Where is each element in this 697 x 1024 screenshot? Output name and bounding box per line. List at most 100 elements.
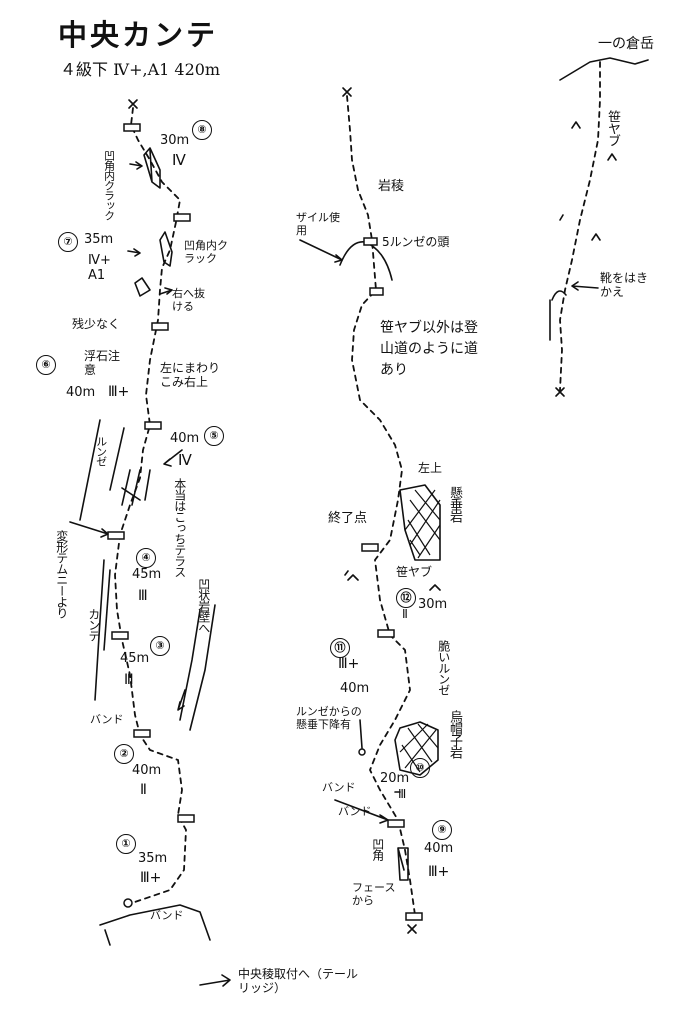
route-note: ザイル使用 [296, 211, 340, 237]
pitch-number: ② [114, 744, 134, 764]
belay-station [107, 531, 125, 540]
belay-station [361, 543, 379, 552]
corner-label: 凹角 [370, 838, 385, 860]
pitch-grade: Ⅲ+ [140, 870, 162, 886]
route-note: 変形テムニーより [54, 530, 69, 618]
bottom-mark-icon [555, 387, 565, 397]
route-note: 笹ヤブ以外は登山道のように道あり [380, 320, 478, 378]
pitch-grade: Ⅳ+ A1 [88, 253, 111, 283]
right-route [549, 57, 649, 397]
band-label: バンド [338, 805, 372, 818]
belay-station [151, 322, 169, 331]
route-note: 右へ抜ける [172, 287, 205, 313]
summit-mark-icon [342, 87, 352, 97]
eboshi-rock-hatch [399, 723, 439, 773]
gully-label: 脆いルンゼ [436, 640, 451, 695]
bamboo-label: 笹ヤブ [604, 110, 620, 146]
arrow-icon [334, 799, 389, 824]
pitch-grade: Ⅲ+ [428, 864, 450, 880]
rock-label: 懸垂岩 [446, 486, 462, 522]
hanging-rock-hatch [404, 489, 441, 559]
belay-station [177, 814, 195, 823]
arrow-icon [177, 689, 186, 711]
ground-line [99, 904, 211, 941]
pitch-number: ⑪ [330, 638, 350, 658]
route-grade-summary: ４級下 Ⅳ+,A1 420m [60, 60, 221, 79]
pitch-length: 30m [160, 133, 190, 148]
pitch-number: ⑫ [396, 588, 416, 608]
belay-station [173, 213, 191, 222]
arrow-icon [299, 239, 343, 263]
summit-mark-icon [128, 99, 138, 109]
peak-label: 一の倉岳 [598, 36, 654, 52]
pitch-grade: Ⅳ [178, 451, 192, 469]
ridge-top-line [559, 57, 649, 81]
pitch-number: ① [116, 834, 136, 854]
route-line-middle [346, 95, 416, 916]
corner-symbol [143, 147, 161, 189]
belay-station [377, 629, 395, 638]
arrow-icon [163, 449, 183, 467]
kante-line [103, 569, 111, 651]
route-note: 残少なく [72, 317, 121, 331]
pitch-number: ⑩ [410, 758, 430, 778]
pitch-length: 30m [418, 597, 448, 612]
pitch-length: 45m [120, 651, 150, 666]
pitch-number: ⑥ [36, 355, 56, 375]
pitch-grade: Ⅲ+ [108, 384, 130, 400]
belay-station [111, 631, 129, 640]
pitch-grade: Ⅲ [138, 588, 148, 604]
arrow-icon [129, 161, 143, 170]
pitch-number: ⑨ [432, 820, 452, 840]
belay-station [133, 729, 151, 738]
route-note: フェースから [352, 881, 396, 907]
eboshi-rock-outline [394, 721, 439, 776]
route-note: 左上 [418, 461, 443, 475]
pitch-grade: Ⅳ [172, 151, 186, 169]
band-label: バンド [90, 713, 124, 726]
corner-symbol [134, 277, 151, 297]
pitch-length: 40m [340, 681, 370, 696]
route-note: 左にまわりこみ右上 [160, 361, 221, 389]
wall-line [179, 609, 201, 721]
pitch-grade: Ⅲ+ [338, 656, 360, 672]
arrow-icon [69, 521, 109, 538]
pitch-number: ④ [136, 548, 156, 568]
arrow-icon [199, 974, 231, 987]
arrow-icon [571, 281, 599, 291]
arrow-icon [159, 287, 173, 295]
bamboo-mark-icon [559, 121, 617, 241]
route-note: 靴をはきかえ [600, 271, 649, 299]
pitch-note: 凹角内クラック [102, 150, 116, 220]
left-route [69, 99, 231, 987]
boulder-line [551, 290, 567, 301]
route-note: 本当はこっちテラス [172, 478, 187, 577]
arete-label: カンテ [86, 608, 101, 641]
rock-line [121, 469, 151, 506]
pitch-number: ⑤ [204, 426, 224, 446]
rappel-point [358, 748, 366, 756]
pitch-length: 35m [138, 851, 168, 866]
belay-station [144, 421, 162, 430]
pitch-number: ⑧ [192, 120, 212, 140]
belay-station [123, 123, 141, 132]
route-line-right [559, 61, 601, 391]
rock-line [109, 427, 125, 491]
pitch-length: 40m [170, 431, 200, 446]
band-label: バンド [322, 781, 356, 794]
arrow-icon [127, 248, 141, 257]
pitch-length: 40m [132, 763, 162, 778]
rock-label: 烏帽子岩 [446, 710, 462, 758]
route-note: 終了点 [328, 511, 368, 526]
pitch-grade: Ⅲ [124, 672, 134, 688]
start-point [123, 898, 133, 908]
route-note: ルンゼからの懸垂下降有 [296, 705, 362, 731]
pitch-note: 凹角内クラック [184, 239, 228, 265]
gully-label: ルンゼ [94, 436, 108, 466]
band-label: バンド [150, 909, 184, 922]
pitch-length: 35m [84, 232, 114, 247]
belay-station [387, 819, 405, 828]
middle-route [299, 87, 441, 934]
pitch-grade: Ⅲ [398, 787, 407, 801]
